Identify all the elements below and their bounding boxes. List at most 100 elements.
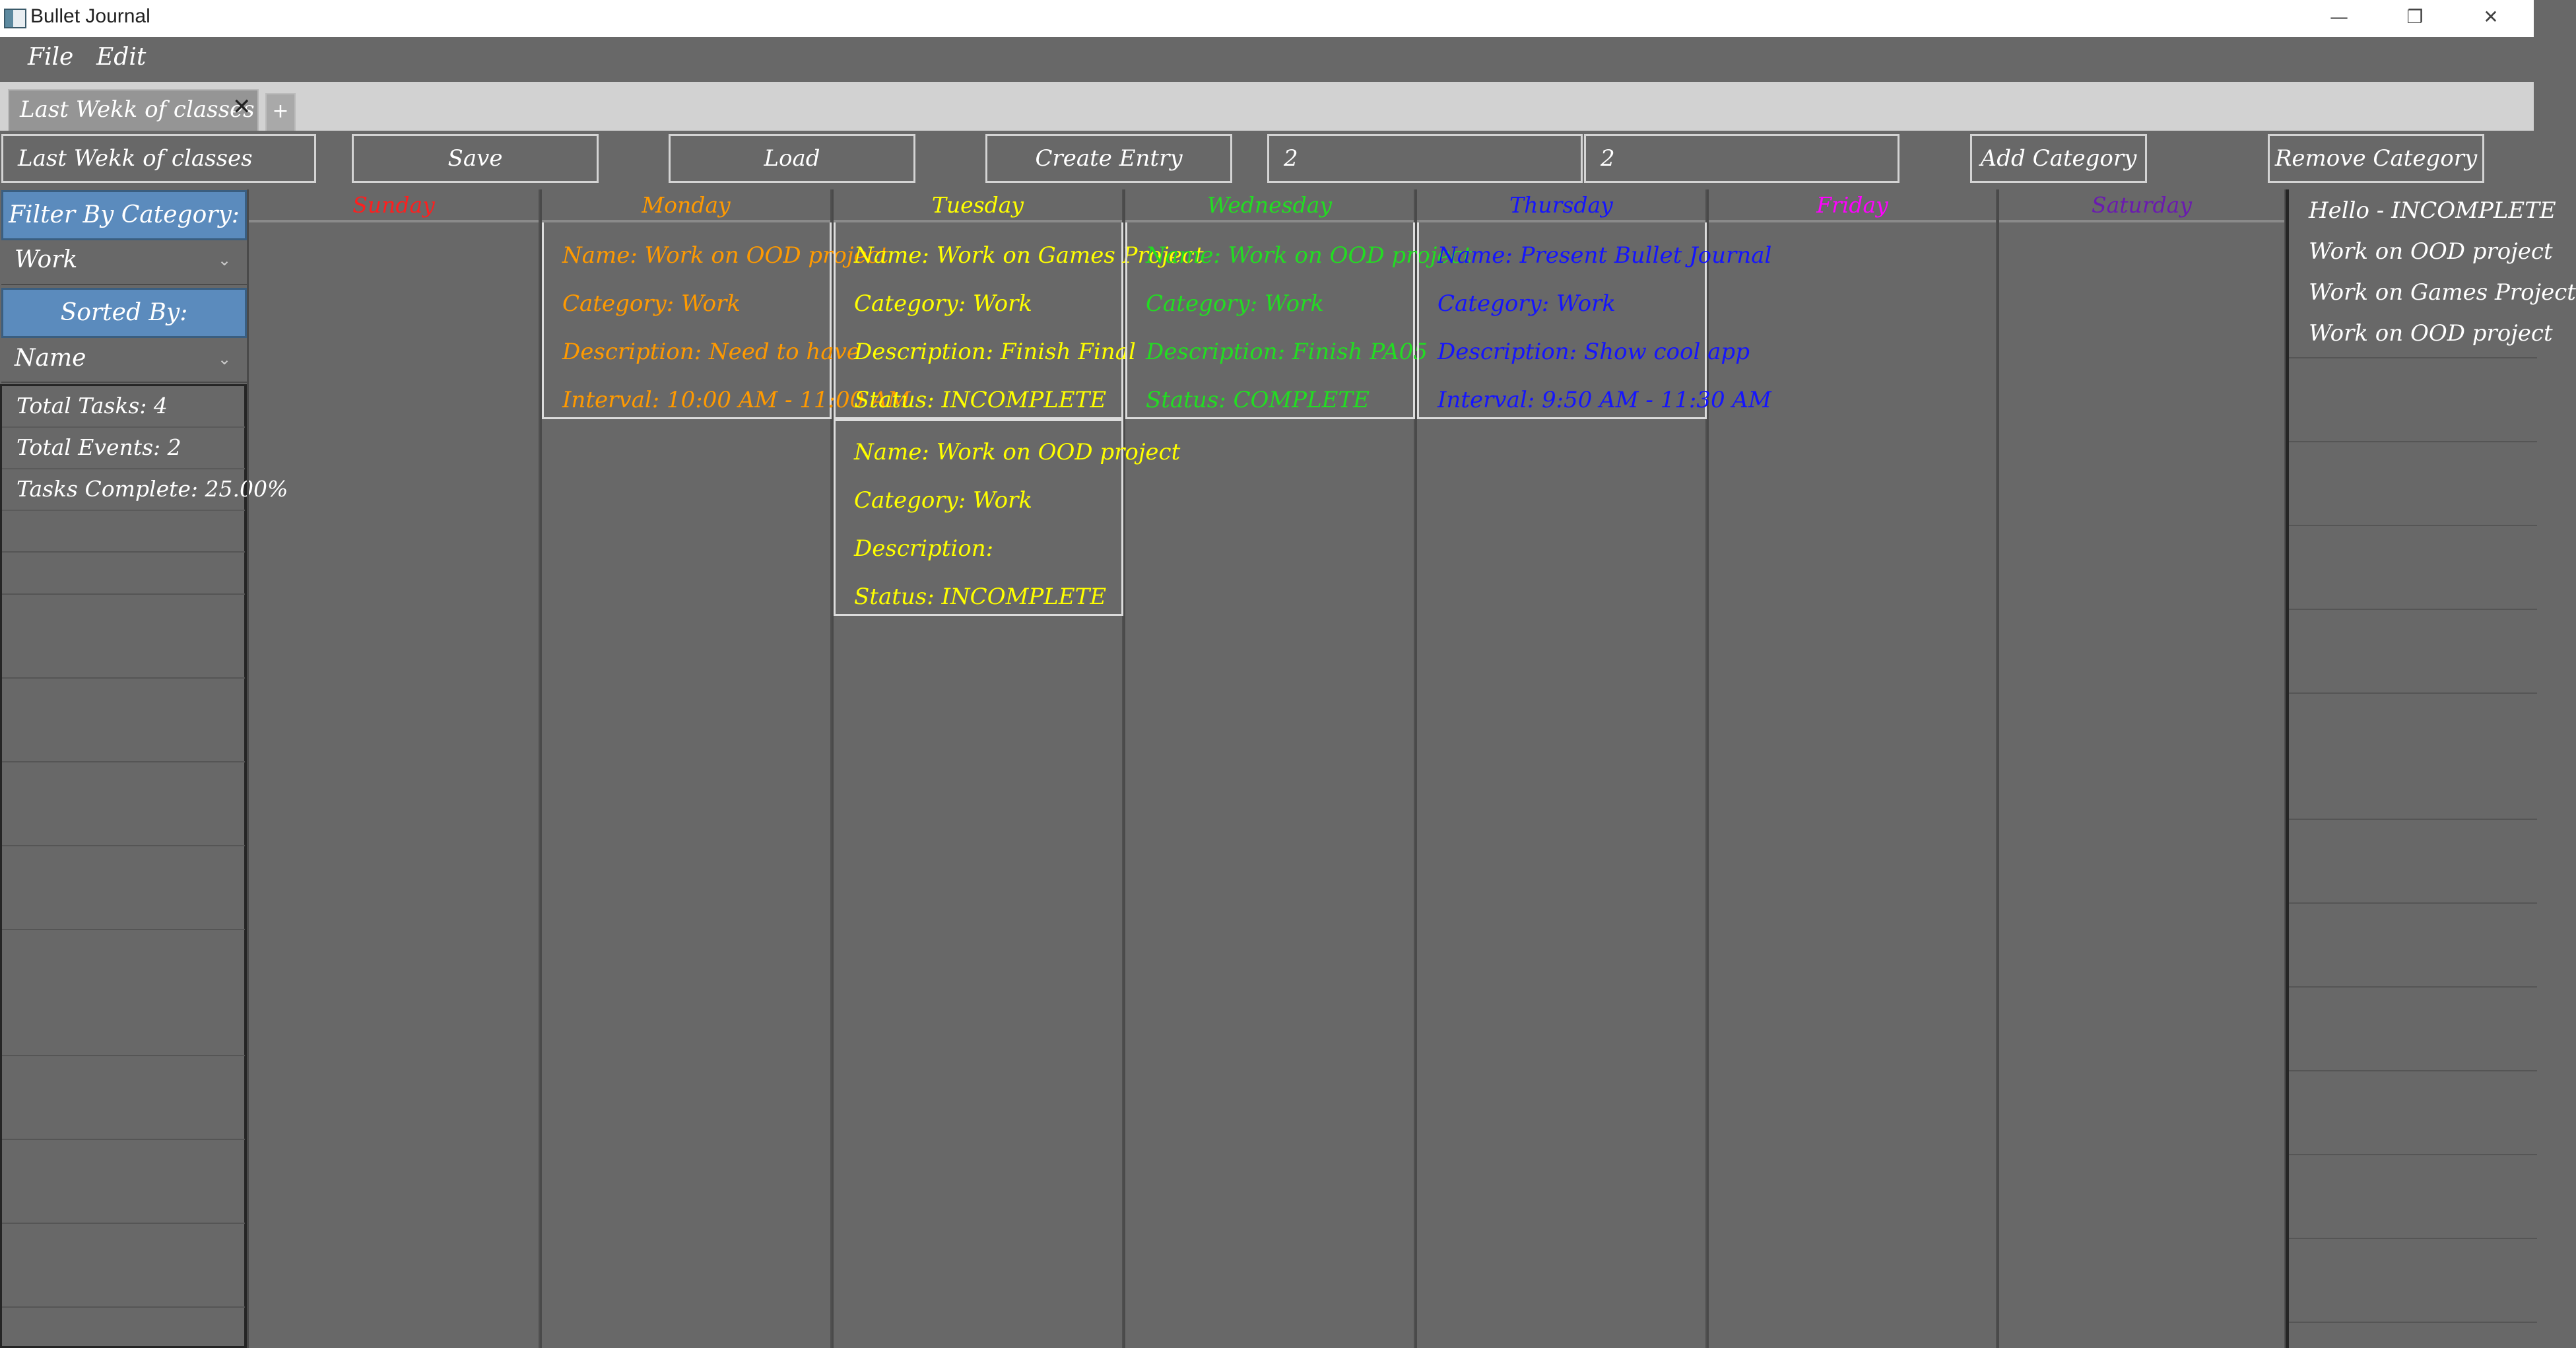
day-header-tuesday: Tuesday [834,189,1122,222]
entry-card[interactable]: Name: Work on OOD project Category: Work… [1125,222,1472,419]
entry-category: Category: Work [1146,290,1324,317]
max-events-field[interactable]: 2 [1267,134,1583,183]
entry-description: Description: Finish Final [854,339,1136,365]
list-item [2,595,245,679]
day-header-wednesday: Wednesday [1125,189,1414,222]
list-divider [2289,694,2537,820]
stat-label: Total Tasks: 4 [17,393,168,419]
list-divider [2289,820,2537,904]
list-item [2,846,245,930]
list-divider [2289,610,2537,694]
stats-panel: Total Tasks: 4 Total Events: 2 Tasks Com… [0,384,288,1348]
entry-name: Name: Work on OOD project [854,439,1181,465]
task-queue-item[interactable]: Work on Games Project [2309,279,2576,306]
day-column-sunday [247,189,540,1348]
chevron-down-icon: ⌄ [218,251,232,269]
task-queue-item[interactable]: Work on OOD project [2309,238,2553,265]
category-filter-value: Work [15,246,78,273]
entry-description: Description: Show cool app [1437,339,1750,365]
chevron-down-icon: ⌄ [218,350,232,368]
day-column-tuesday [832,189,1123,1348]
task-queue-list: Hello - INCOMPLETE Work on OOD project W… [2286,189,2576,1348]
add-tab-button[interactable]: + [265,93,296,131]
entry-status: Status: INCOMPLETE [854,387,1107,413]
list-item [2,1224,245,1308]
tab-journal-label: Last Wekk of classes [20,96,255,123]
entry-description: Description: Finish PA05 [1146,339,1428,365]
day-header-monday: Monday [542,189,830,222]
close-window-button[interactable]: ✕ [2483,6,2499,28]
task-queue-item[interactable]: Hello - INCOMPLETE [2309,197,2556,224]
save-button[interactable]: Save [352,134,599,183]
entry-description: Description: [854,535,994,562]
day-header-sunday: Sunday [249,189,539,222]
sort-value: Name [15,345,86,372]
list-divider [2289,904,2537,988]
category-filter-select[interactable] [1,240,247,285]
list-item [2,679,245,762]
list-item [2,1056,245,1140]
entry-status: Status: COMPLETE [1146,387,1370,413]
entry-card[interactable]: Name: Work on Games Project Category: Wo… [834,222,1204,419]
list-item [2,762,245,846]
journal-name-field[interactable]: Last Wekk of classes [1,134,316,183]
tab-close-icon[interactable]: ✕ [232,94,251,120]
stat-label: Total Events: 2 [17,434,182,460]
entry-status: Status: INCOMPLETE [854,584,1107,610]
list-divider [2289,1239,2537,1323]
day-header-thursday: Thursday [1417,189,1705,222]
day-column-thursday [1415,189,1707,1348]
day-column-wednesday [1123,189,1415,1348]
max-tasks-field[interactable]: 2 [1584,134,1899,183]
list-item [2,553,245,595]
list-divider [2289,526,2537,610]
sorted-by-header: Sorted By: [1,288,247,338]
entry-card[interactable]: Name: Work on OOD project Category: Work… [834,419,1180,616]
day-column-saturday [1997,189,2286,1348]
tab-bar [0,82,2534,131]
menu-edit[interactable]: Edit [96,44,147,71]
day-header-friday: Friday [1709,189,1996,222]
window-title: Bullet Journal [30,5,150,27]
day-column-monday [540,189,832,1348]
filter-by-category-header: Filter By Category: [1,190,247,240]
stat-label: Tasks Complete: 25.00% [17,476,288,502]
stat-total-tasks: Total Tasks: 4 [2,386,245,428]
entry-category: Category: Work [854,290,1032,317]
list-divider [2289,1071,2537,1155]
stat-tasks-complete: Tasks Complete: 25.00% [2,469,288,511]
title-bar [0,0,2534,37]
day-header-saturday: Saturday [1999,189,2284,222]
create-entry-button[interactable]: Create Entry [985,134,1232,183]
entry-name: Name: Present Bullet Journal [1437,242,1772,269]
menu-bar [0,37,2534,82]
sort-select[interactable] [1,338,247,383]
entry-card[interactable]: Name: Work on OOD project Category: Work… [542,222,910,419]
list-divider [2289,189,2537,358]
entry-category: Category: Work [854,487,1032,514]
entry-category: Category: Work [1437,290,1616,317]
task-queue-item[interactable]: Work on OOD project [2309,320,2553,347]
minimize-button[interactable]: — [2330,6,2348,28]
entry-category: Category: Work [562,290,741,317]
add-category-button[interactable]: Add Category [1970,134,2147,183]
list-divider [2289,1155,2537,1239]
tab-journal[interactable] [8,89,259,131]
entry-name: Name: Work on Games Project [854,242,1204,269]
day-column-friday [1707,189,1997,1348]
entry-card[interactable]: Name: Present Bullet Journal Category: W… [1417,222,1771,419]
restore-button[interactable]: ❐ [2406,6,2424,28]
load-button[interactable]: Load [669,134,915,183]
entry-description: Description: Need to have [562,339,860,365]
menu-file[interactable]: File [28,44,74,71]
remove-category-button[interactable]: Remove Category [2268,134,2484,183]
list-item [2,930,245,1056]
list-divider [2289,442,2537,526]
stat-total-events: Total Events: 2 [2,428,245,469]
entry-interval: Interval: 9:50 AM - 11:30 AM [1437,387,1771,413]
app-icon [4,9,26,28]
list-divider [2289,358,2537,442]
list-divider [2289,988,2537,1071]
entry-interval: Interval: 10:00 AM - 11:00 AM [562,387,911,413]
list-item [2,511,245,553]
